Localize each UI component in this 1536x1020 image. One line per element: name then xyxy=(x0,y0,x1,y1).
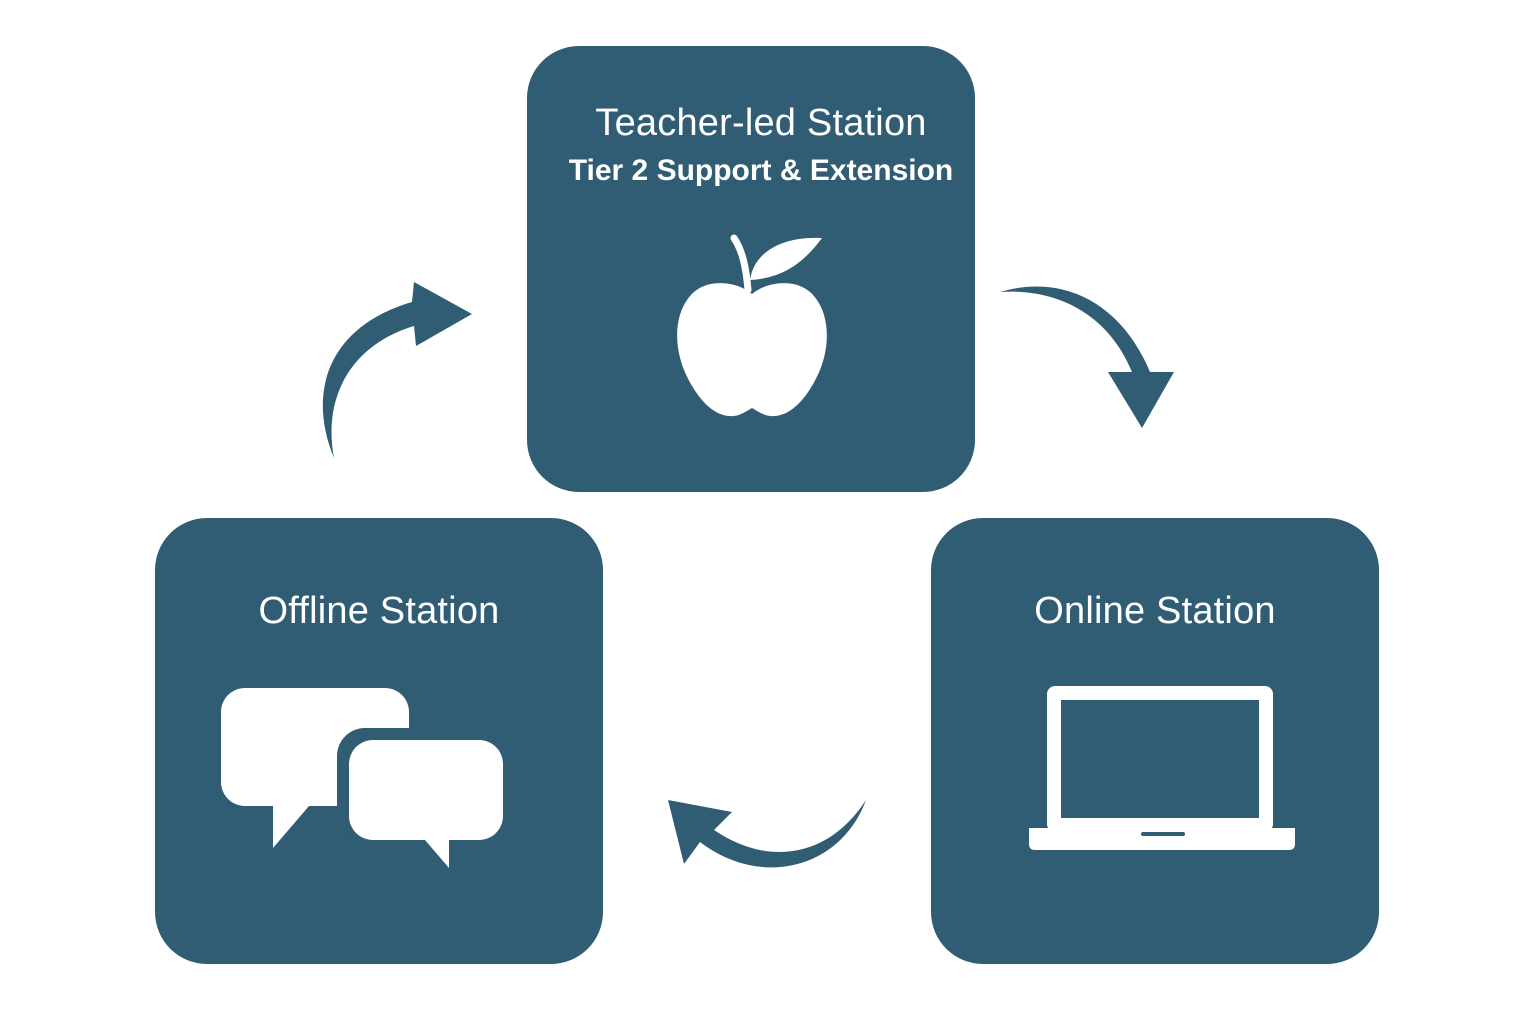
offline-station: Offline Station xyxy=(155,518,603,964)
curved-arrow-icon xyxy=(1000,286,1174,428)
arrow-offline-to-teacher xyxy=(322,282,472,458)
station-title: Online Station xyxy=(1034,590,1276,632)
chat-bubbles-icon xyxy=(221,688,507,868)
station-subtitle: Tier 2 Support & Extension xyxy=(568,154,954,187)
curved-arrow-icon xyxy=(322,282,472,458)
station-title: Offline Station xyxy=(258,590,500,632)
teacher-led-station: Teacher-led Station Tier 2 Support & Ext… xyxy=(527,46,975,492)
station-title: Teacher-led Station xyxy=(595,102,927,144)
arrow-teacher-to-online xyxy=(1000,286,1174,428)
laptop-icon xyxy=(1029,686,1295,850)
arrow-online-to-offline xyxy=(668,800,866,868)
curved-arrow-icon xyxy=(668,800,866,868)
apple-icon xyxy=(677,234,827,417)
online-station: Online Station xyxy=(931,518,1379,964)
